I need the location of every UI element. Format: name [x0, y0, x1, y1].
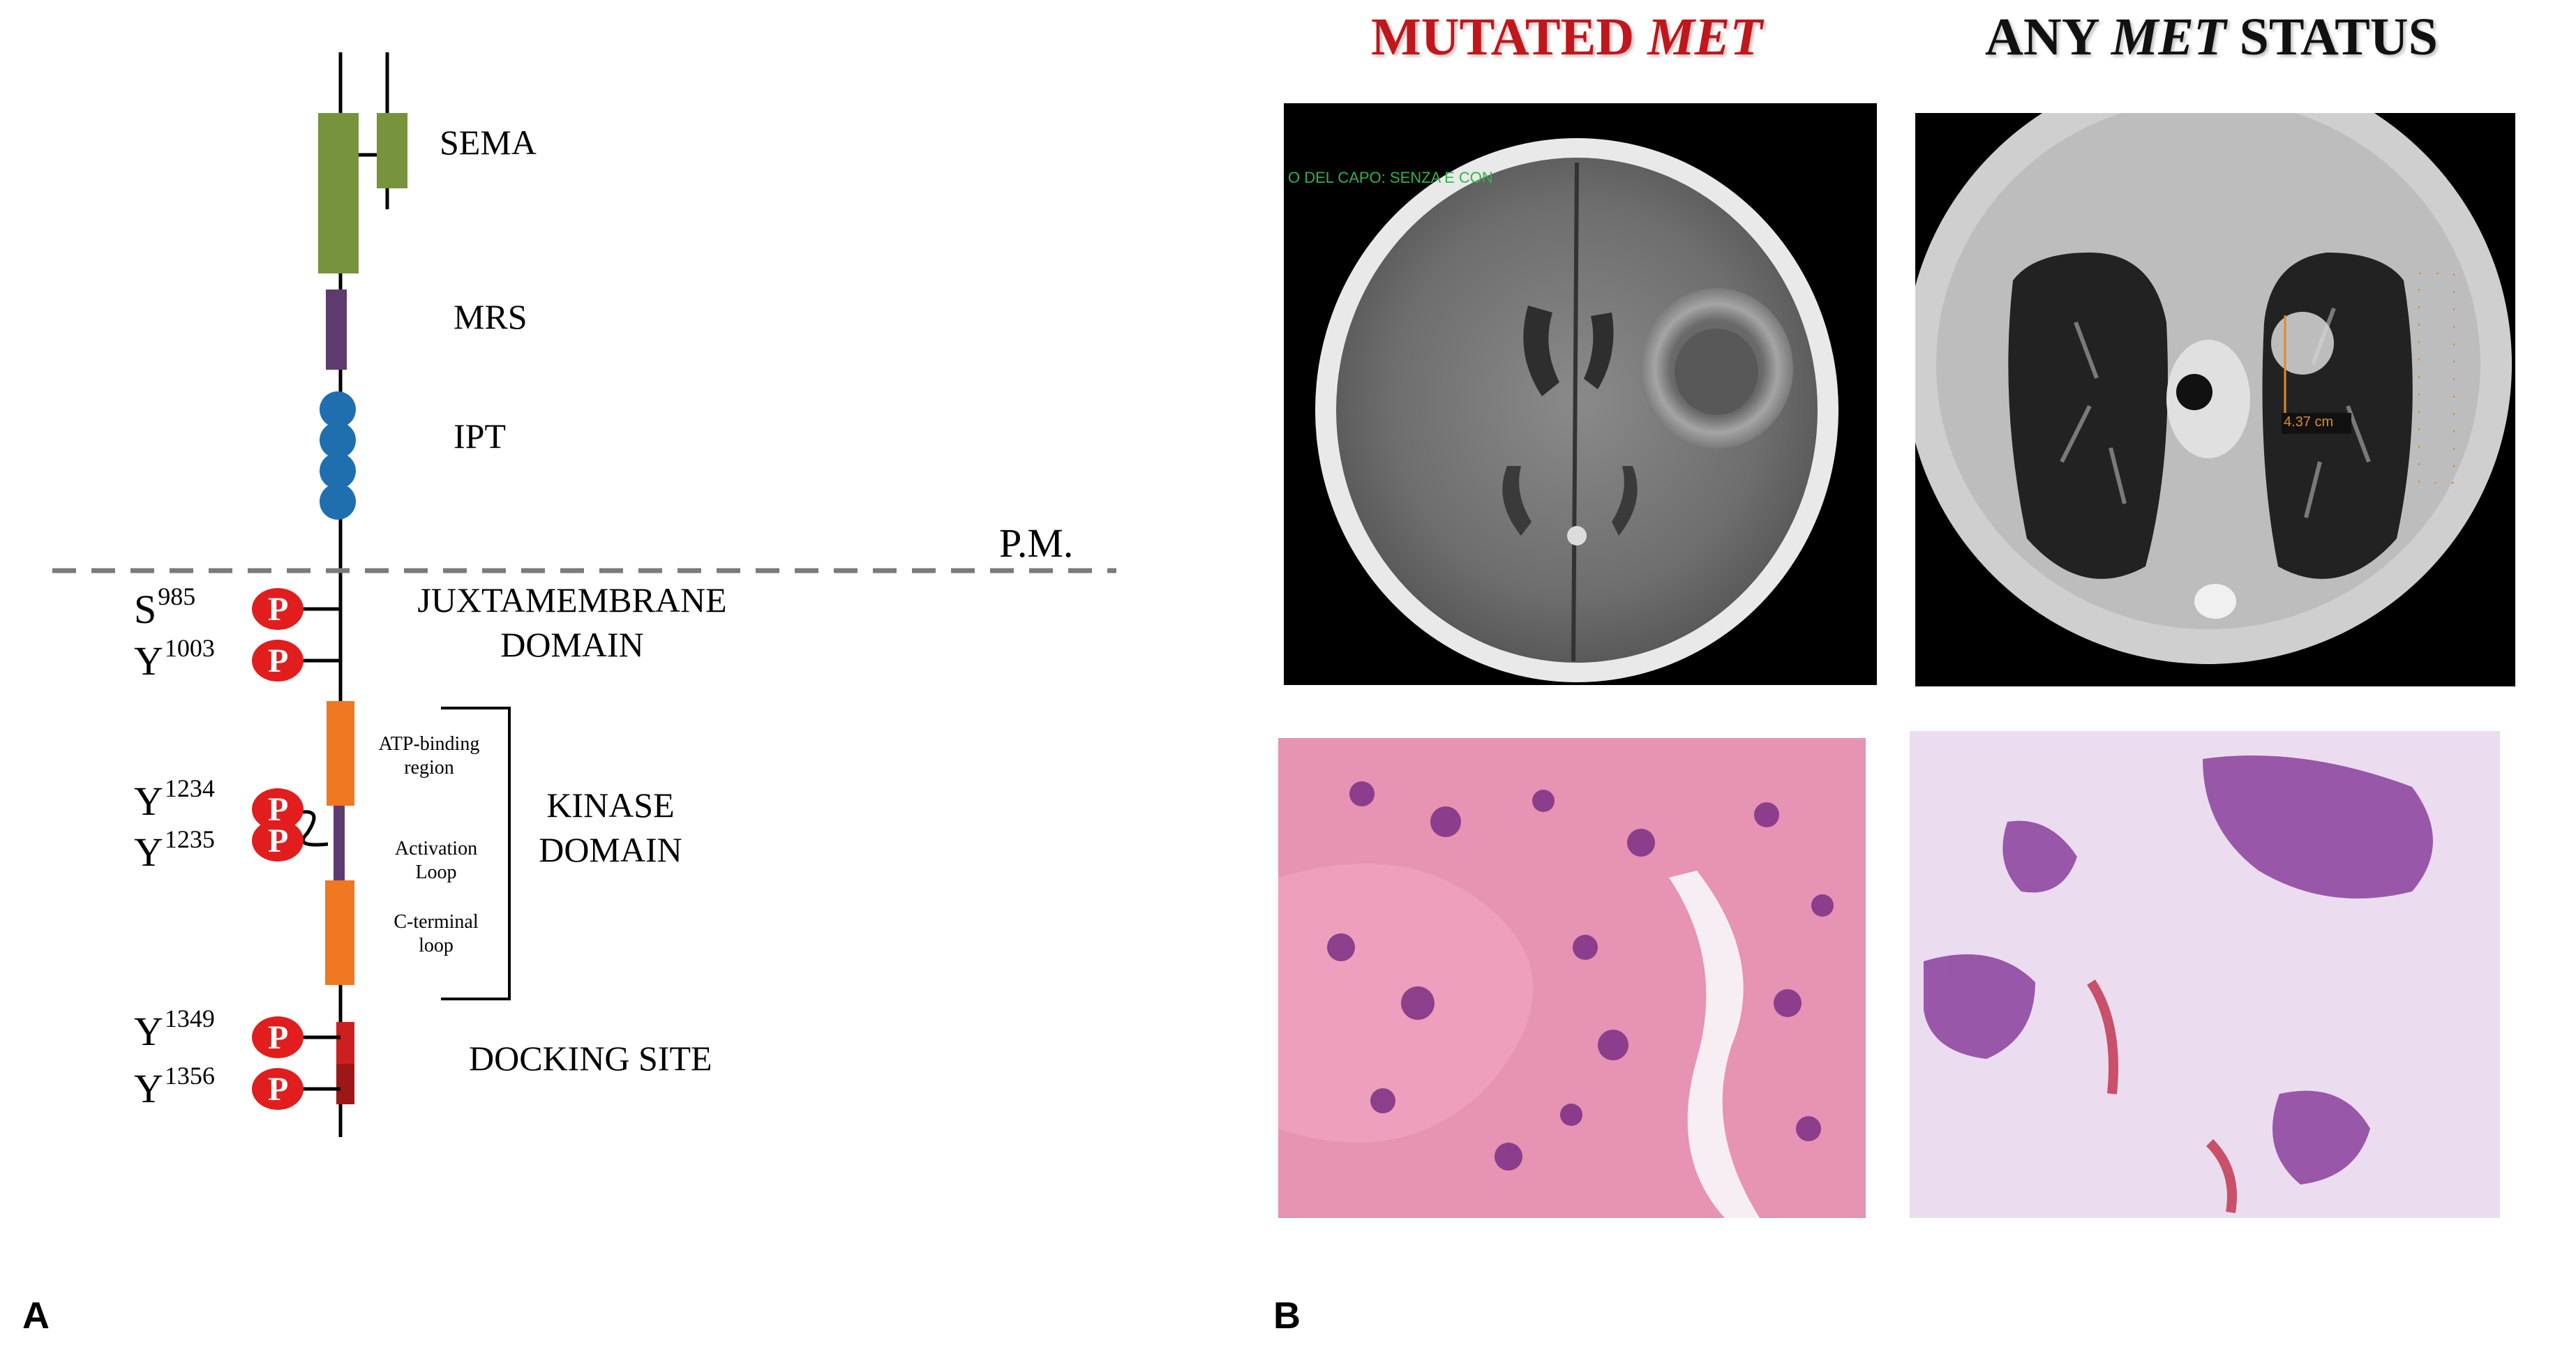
any-suffix: STATUS [2226, 8, 2438, 66]
phospho-label: P [268, 822, 289, 859]
activation-line1: Activation [394, 838, 478, 859]
panel-a-letter: A [22, 1295, 50, 1337]
panel-a: P P P P P P SEMA MRS IPT P.M. JUXTAMEMBR… [0, 0, 1186, 1361]
kinase-activation-loop [334, 806, 345, 882]
site-y1356: Y1356 [134, 1062, 215, 1111]
sema-domain-main [318, 113, 359, 273]
phospho-circle-y1235 [252, 820, 304, 862]
cterminal-loop-label: C-terminal loop [363, 910, 509, 958]
ipt-label: IPT [454, 416, 506, 456]
histology-mutated-slide [1278, 738, 1866, 1218]
phospho-circle-y1234 [252, 788, 304, 830]
atp-line1: ATP-binding [378, 733, 480, 755]
atp-binding-label: ATP-binding region [356, 732, 502, 780]
sema-domain-beta [377, 113, 407, 188]
histology-mutated-image [1278, 738, 1866, 1218]
brain-ct-overlay-text: O DEL CAPO: SENZA E CON [1288, 169, 1493, 186]
ipt-domain-1 [320, 391, 356, 428]
activation-loop-label: Activation Loop [363, 837, 509, 885]
cterm-line1: C-terminal [394, 911, 479, 933]
atp-line2: region [404, 757, 454, 779]
any-met-status-title: ANY MET STATUS [1985, 7, 2438, 68]
kinase-domain-label: KINASE DOMAIN [530, 783, 691, 872]
kinase-bracket [441, 707, 511, 1000]
site-y1234: Y1234 [134, 774, 215, 824]
kinase-line2: DOMAIN [539, 830, 682, 869]
phospho-label: P [268, 591, 289, 628]
any-gene: MET [2111, 8, 2226, 66]
phospho-circle-y1349 [252, 1016, 304, 1058]
ipt-domain-2 [320, 422, 356, 458]
ipt-domain-3 [320, 453, 356, 489]
phospho-label: P [268, 1019, 289, 1056]
juxtamembrane-line2: DOMAIN [500, 625, 644, 664]
juxtamembrane-line1: JUXTAMEMBRANE [417, 580, 727, 619]
histology-any-image [1910, 731, 2500, 1218]
mrs-domain [326, 290, 347, 370]
kinase-cterminal-loop [325, 880, 354, 985]
mutated-met-title: MUTATED MET [1371, 7, 1762, 68]
brain-ct-scan [1315, 138, 1839, 682]
activation-line2: Loop [415, 862, 457, 883]
histology-any-slide [1910, 731, 2500, 1218]
any-prefix: ANY [1985, 8, 2111, 66]
site-s985: S985 [134, 582, 196, 632]
chest-ct-measurement: 4.37 cm [2284, 414, 2334, 430]
site-y1349: Y1349 [134, 1005, 215, 1054]
phospho-label: P [268, 642, 289, 679]
site-y1235: Y1235 [134, 825, 215, 875]
phospho-label: P [268, 791, 289, 828]
chest-ct-scan [1915, 113, 2512, 664]
mutated-prefix: MUTATED [1371, 8, 1648, 66]
panel-b-letter: B [1273, 1295, 1301, 1337]
mrs-label: MRS [454, 297, 527, 336]
panel-b: MUTATED MET ANY MET STATUS [1228, 0, 2576, 1361]
pm-label: P.M. [999, 520, 1074, 566]
docking-site-label: DOCKING SITE [469, 1039, 712, 1078]
phospho-circle-y1356 [252, 1068, 304, 1110]
chest-ct-image: 4.37 cm [1915, 113, 2515, 686]
phospho-circle-s985 [252, 588, 304, 630]
brain-ct-image: O DEL CAPO: SENZA E CON [1284, 103, 1877, 685]
met-receptor-diagram [52, 52, 1116, 1137]
mutated-gene: MET [1647, 8, 1762, 66]
sema-label: SEMA [440, 123, 537, 162]
kinase-line1: KINASE [546, 785, 675, 825]
phospho-circle-y1003 [252, 640, 304, 682]
cterm-line2: loop [419, 935, 454, 956]
site-y1003: Y1003 [134, 634, 215, 684]
kinase-atp-region [327, 701, 354, 806]
phospho-label: P [268, 1071, 289, 1108]
juxtamembrane-label: JUXTAMEMBRANE DOMAIN [391, 578, 754, 667]
ipt-domain-4 [320, 483, 356, 520]
